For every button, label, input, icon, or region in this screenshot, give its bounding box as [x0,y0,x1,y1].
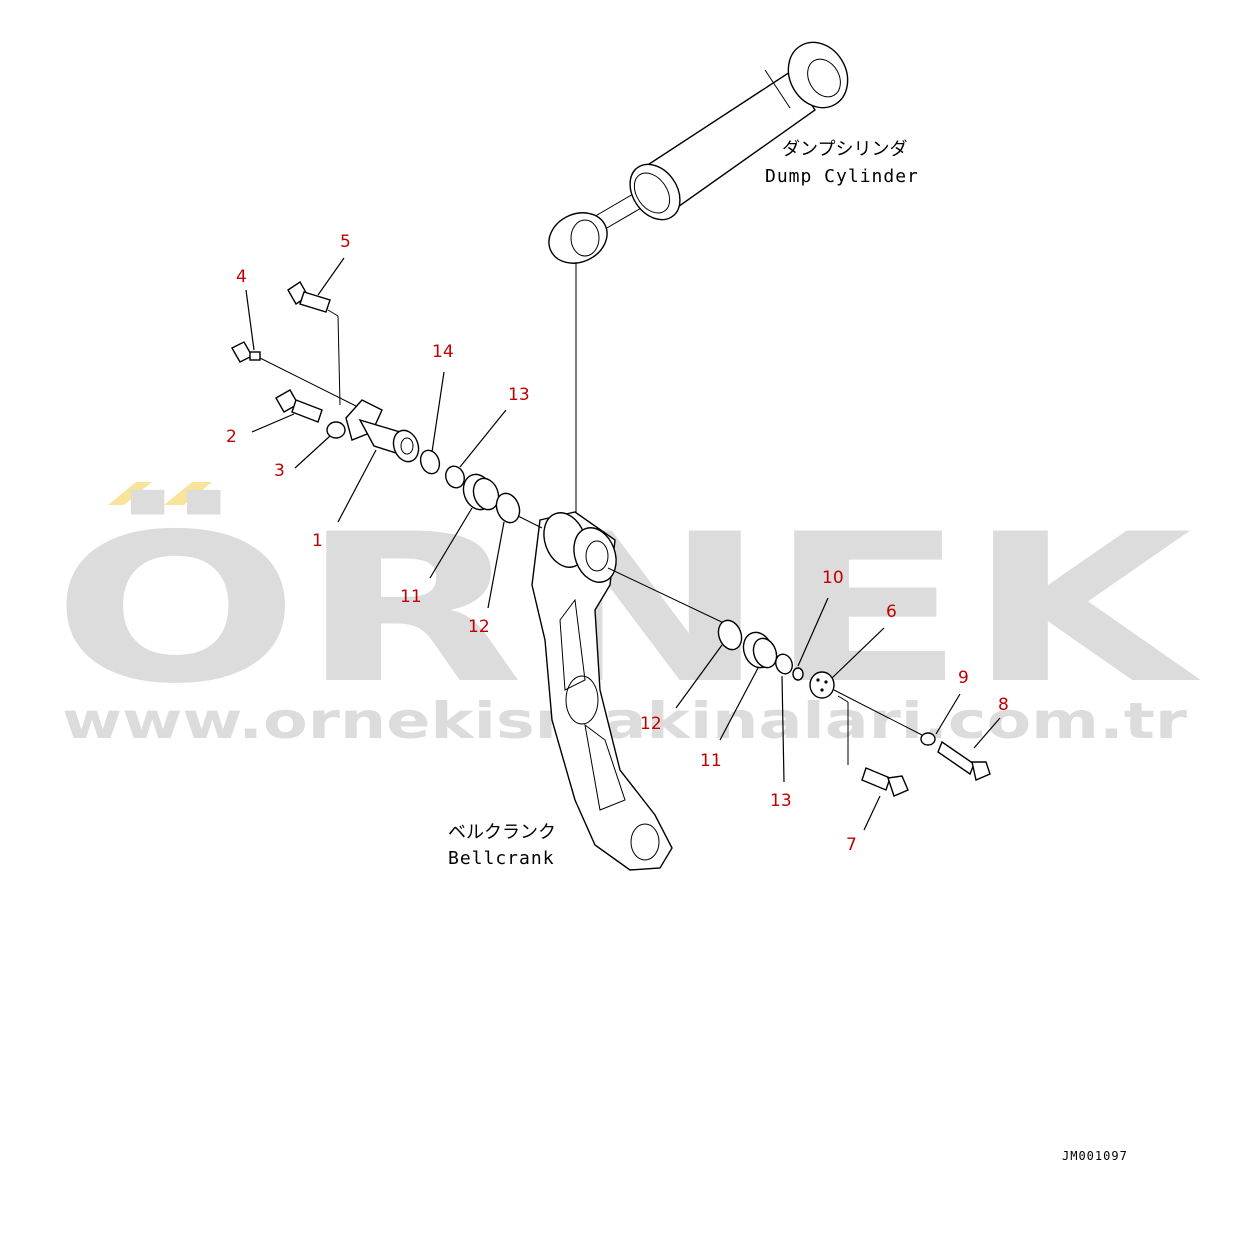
watermark-brand: ÖRNEK [52,490,1202,729]
shim-10 [792,667,804,681]
callout-8: 8 [998,695,1009,715]
bolt-2 [275,389,323,423]
callouts: 5 4 14 13 2 3 1 11 12 10 6 9 8 12 11 13 … [226,232,1009,855]
callout-12: 12 [640,714,662,734]
seal-12-right [717,619,743,651]
callout-12: 12 [468,617,490,637]
washer-9 [920,732,936,746]
pin-1 [345,399,420,463]
callout-4: 4 [236,267,247,287]
dump-cylinder-label-jp: ダンプシリンダ [782,139,907,160]
bushing-11-right [742,631,778,669]
callout-11: 11 [400,587,422,607]
watermark-accent-mark [108,482,152,505]
bellcrank-label-en: Bellcrank [448,848,555,869]
callout-1: 1 [312,531,323,551]
seal-12-left [495,492,521,524]
callout-9: 9 [958,668,969,688]
left-pin-assembly [231,281,543,529]
bolt-4 [231,341,261,363]
bushing-11-left [462,473,500,511]
ring-14 [419,449,441,475]
watermark: ÖRNEK www.ornekismakinalari.com.tr [52,482,1202,750]
bolt-7 [861,767,909,797]
oring-13-left [445,465,465,489]
watermark-url: www.ornekismakinalari.com.tr [62,692,1187,750]
callout-13: 13 [508,385,530,405]
callout-2: 2 [226,427,237,447]
callout-5: 5 [340,232,351,252]
plate-6 [809,671,835,699]
dump-cylinder [548,41,849,525]
drawing-number: JM001097 [1062,1149,1128,1163]
dump-cylinder-label-en: Dump Cylinder [765,166,919,187]
bolt-8 [937,740,991,781]
leader-lines [245,257,1001,831]
bellcrank-label-jp: ベルクランク [448,822,556,843]
callout-13: 13 [770,791,792,811]
callout-6: 6 [886,602,897,622]
callout-10: 10 [822,568,844,588]
callout-11: 11 [700,751,722,771]
bolt-5 [287,281,331,313]
callout-3: 3 [274,461,285,481]
washer-3 [326,421,346,439]
callout-14: 14 [432,342,454,362]
callout-7: 7 [846,835,857,855]
right-pin-assembly [607,567,991,797]
watermark-accent-mark [164,482,212,505]
oring-13-right [775,653,793,675]
